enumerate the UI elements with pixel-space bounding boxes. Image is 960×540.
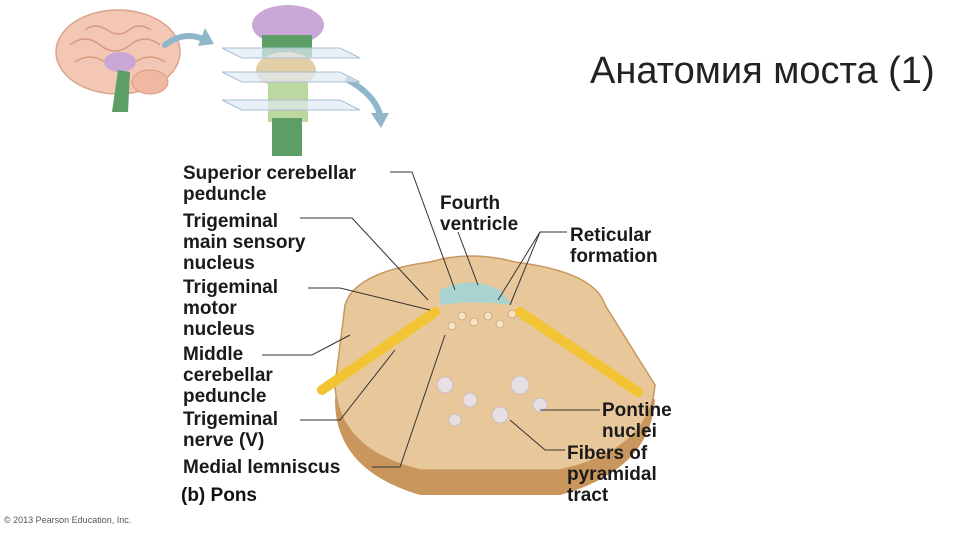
arrow-2 (345, 77, 383, 118)
trigeminal-nerve-left (317, 307, 440, 395)
label-superior-cerebellar-peduncle: Superior cerebellar peduncle (183, 163, 357, 205)
pons-cross-section (317, 255, 656, 495)
brain-thumbnail (55, 9, 181, 112)
label-trigeminal-motor-nucleus: Trigeminal motor nucleus (183, 277, 279, 340)
trigeminal-nerve-right (515, 307, 643, 397)
brainstem-slices (221, 5, 361, 156)
label-fibers-of-pyramidal-tract: Fibers of pyramidal tract (567, 443, 657, 506)
panel-name: Pons (210, 485, 257, 506)
panel-letter: (b) (181, 485, 206, 506)
slide-title: Анатомия моста (1) (590, 50, 935, 92)
panel-caption: (b) Pons (181, 485, 257, 507)
label-medial-lemniscus: Medial lemniscus (183, 457, 341, 478)
leader-lines (262, 171, 600, 468)
label-reticular-formation: Reticular formation (570, 225, 658, 267)
label-middle-cerebellar-peduncle: Middle cerebellar peduncle (183, 344, 273, 407)
label-pontine-nuclei: Pontine nuclei (602, 400, 672, 442)
copyright-notice: © 2013 Pearson Education, Inc. (4, 515, 132, 525)
label-trigeminal-nerve: Trigeminal nerve (V) (183, 409, 279, 451)
label-fourth-ventricle: Fourth ventricle (440, 193, 519, 235)
label-trigeminal-main-sensory-nucleus: Trigeminal main sensory nucleus (183, 211, 306, 274)
